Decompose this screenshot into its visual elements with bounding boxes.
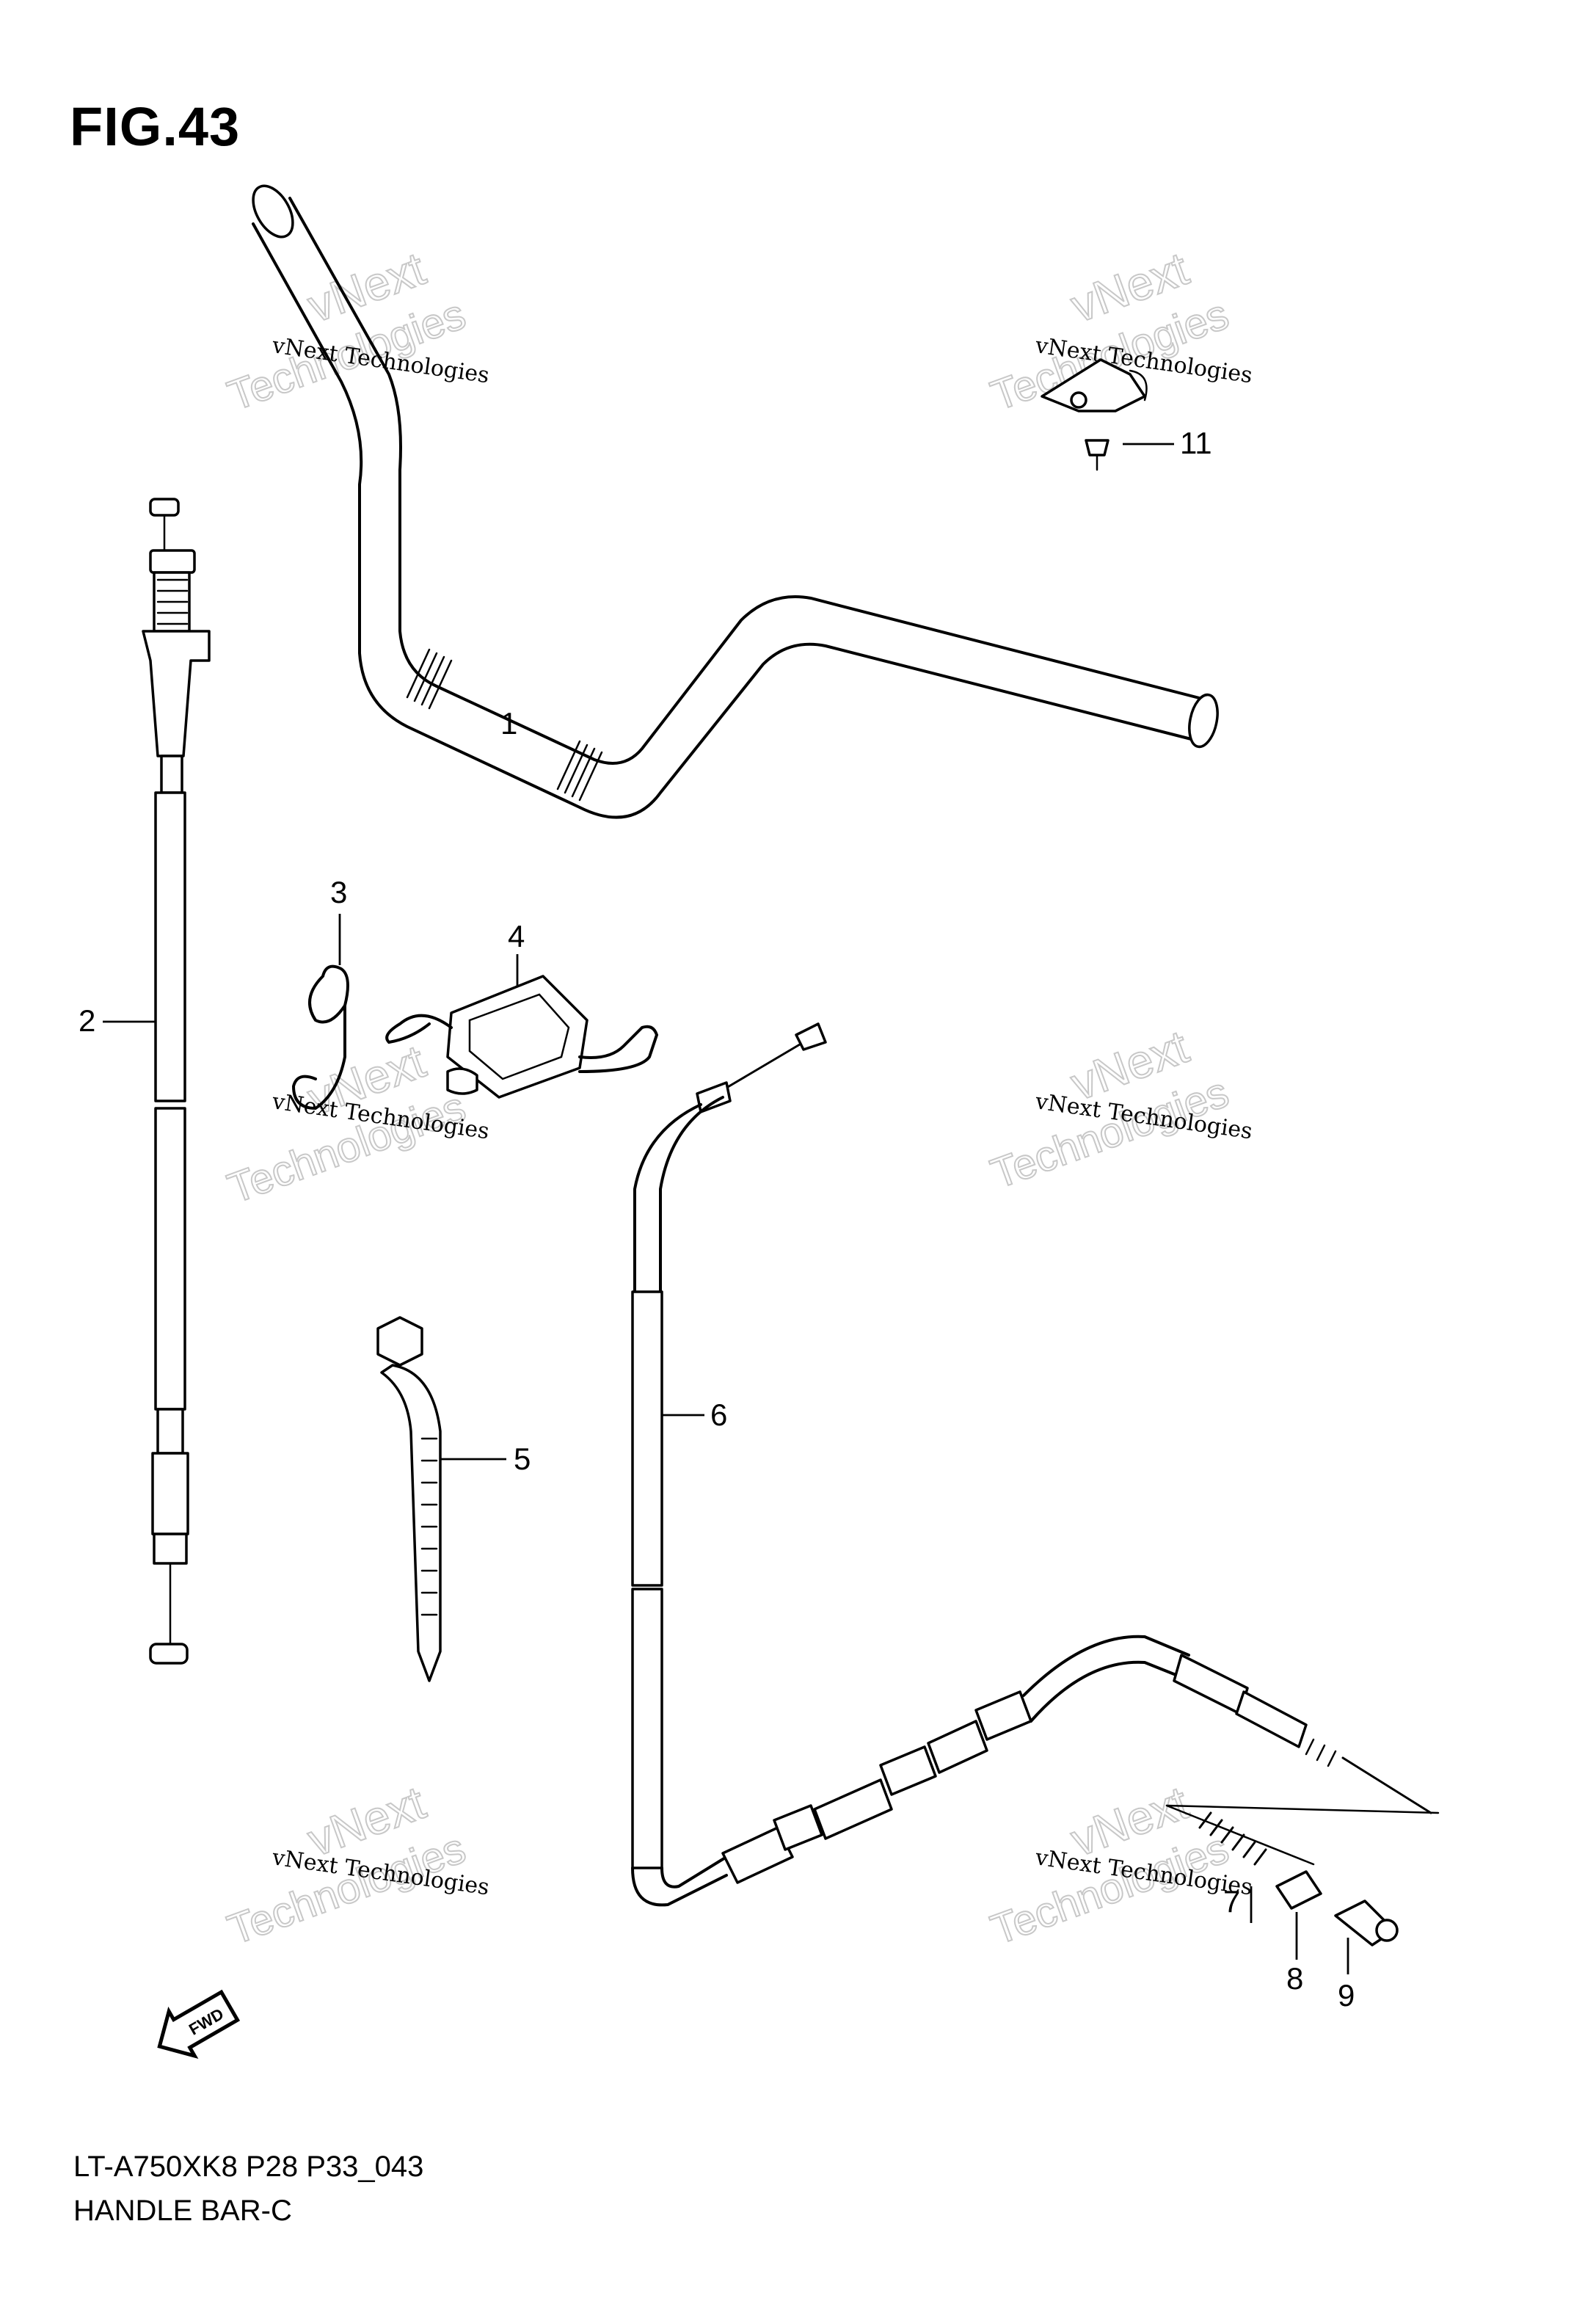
watermark-bottom-right: vNext Technologies vNext Technologies: [984, 1775, 1254, 1955]
cable-end-top: [149, 498, 180, 517]
screw-part-11: [1085, 439, 1109, 457]
cable-tie-part-5: [376, 1316, 506, 1682]
figure-title: FIG.43: [70, 96, 241, 157]
callout-2: 2: [79, 1003, 95, 1038]
handlebar-knurl-left: [406, 648, 453, 710]
callout-7: 7: [1223, 1884, 1240, 1919]
callout-1: 1: [500, 706, 517, 741]
footer-model-line: LT-A750XK8 P28 P33_043: [73, 2151, 424, 2183]
handlebar-end-right: [1188, 693, 1219, 749]
watermark-bottom-left: vNext Technologies vNext Technologies: [221, 1775, 491, 1955]
callout-5: 5: [514, 1442, 531, 1476]
watermark-top-left: vNext Technologies vNext Technologies: [221, 241, 491, 421]
spring-part-7: [1165, 1804, 1440, 1923]
handlebar-knurl-right: [556, 740, 603, 801]
callout-3: 3: [330, 875, 347, 909]
handlebar-end-left: [252, 184, 294, 239]
callout-9: 9: [1338, 1978, 1355, 2013]
bracket-part-11: [1041, 358, 1174, 471]
fwd-arrow-icon: FWD: [157, 1989, 241, 2059]
handlebar: [252, 184, 1219, 819]
screw-part-4: [446, 1067, 478, 1095]
watermark-mid-right: vNext Technologies vNext Technologies: [984, 1019, 1254, 1199]
watermark-mid-left: vNext Technologies vNext Technologies: [221, 1033, 491, 1213]
callout-6: 6: [710, 1397, 727, 1432]
throttle-cable: [103, 498, 211, 1665]
callout-8: 8: [1286, 1961, 1303, 1996]
bracket-part-4: [385, 954, 659, 1099]
fitting-part-9: [1334, 1900, 1399, 1974]
cable-end-bottom: [149, 1643, 189, 1665]
callout-11: 11: [1180, 426, 1212, 460]
callout-4: 4: [508, 919, 525, 953]
clip-part-3: [291, 914, 349, 1110]
footer-name-line: HANDLE BAR-C: [73, 2195, 292, 2227]
collar-part-8: [1275, 1870, 1322, 1960]
cable-part-6: [631, 1022, 1432, 1907]
